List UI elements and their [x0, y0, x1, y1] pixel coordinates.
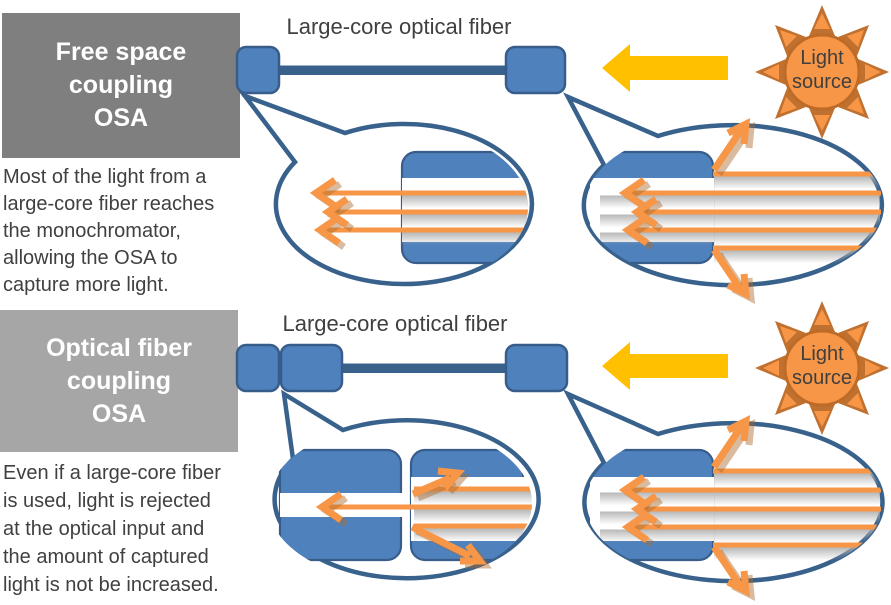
top-fiber-label: Large-core optical fiber	[286, 14, 512, 39]
bottom-light-source-sun-icon	[755, 301, 889, 435]
bottom-osa-input-connector	[235, 343, 281, 393]
optical-fiber-coupling-caption: Even if a large-core fiber is used, ligh…	[3, 462, 221, 596]
fiber-cross-section	[590, 150, 881, 265]
top-light-direction-arrow	[602, 44, 728, 92]
top-right-callout	[563, 92, 885, 304]
top-light-source-label: Light source	[791, 47, 853, 93]
bottom-fiber-assembly	[235, 343, 569, 393]
top-light-source-sun-icon	[755, 5, 889, 139]
bottom-left-connector	[279, 343, 344, 393]
accepted-and-rejected-ray-arrows	[315, 467, 487, 565]
free-space-coupling-caption: Most of the light from a large-core fibe…	[3, 166, 215, 296]
bottom-light-source-label: Light source	[791, 343, 853, 389]
bottom-light-direction-arrow	[602, 342, 728, 390]
top-fiber-assembly	[235, 45, 567, 95]
free-space-coupling-title-box: Free space coupling OSA	[2, 13, 240, 158]
bottom-right-callout	[563, 389, 885, 601]
top-left-callout	[238, 91, 535, 287]
fiber-cross-section	[316, 150, 528, 265]
bottom-right-connector	[504, 343, 569, 393]
top-right-connector	[504, 45, 567, 95]
free-space-coupling-title: Free space coupling OSA	[55, 38, 187, 132]
coupled-and-rejected-ray-arrows	[618, 118, 751, 300]
bottom-fiber-label: Large-core optical fiber	[282, 311, 508, 336]
top-fiber-cable	[278, 65, 508, 75]
bottom-fiber-cable	[342, 363, 508, 373]
optical-fiber-coupling-title: Optical fiber coupling OSA	[46, 333, 192, 428]
top-left-connector	[235, 45, 281, 95]
bottom-left-callout	[272, 389, 541, 581]
exiting-light-ray-arrows	[309, 177, 349, 246]
fiber-cross-section	[590, 448, 881, 562]
optical-fiber-coupling-title-box: Optical fiber coupling OSA	[0, 310, 238, 452]
coupled-and-rejected-ray-arrows	[618, 415, 751, 597]
